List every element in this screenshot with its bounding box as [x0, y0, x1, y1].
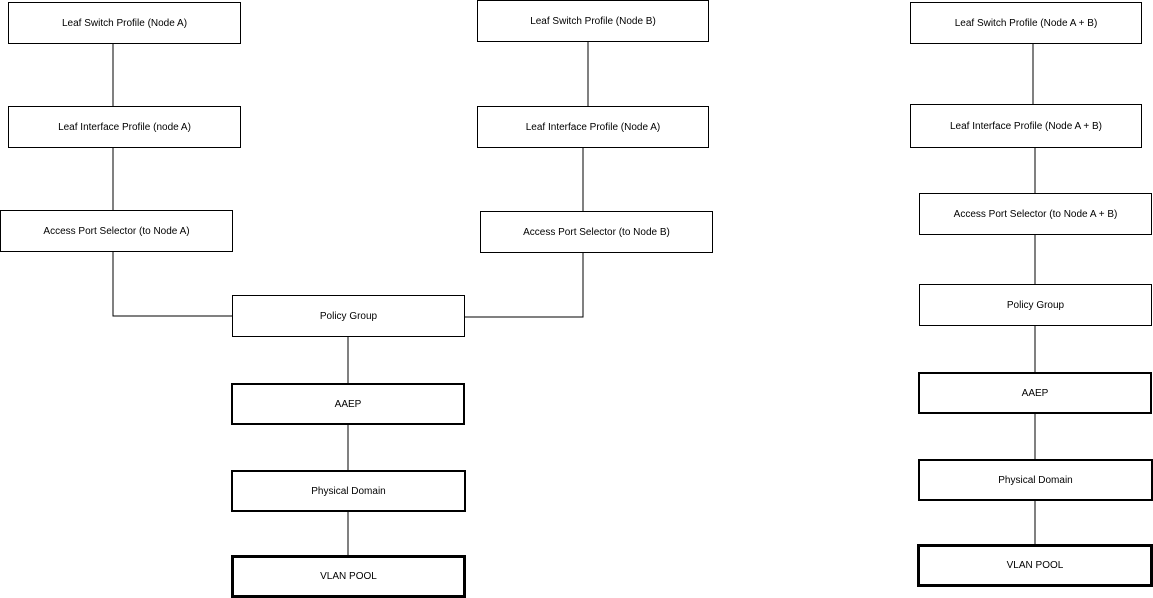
right-aaep: AAEP — [918, 372, 1152, 414]
access-port-selector-node-a-b: Access Port Selector (to Node A + B) — [919, 193, 1152, 235]
vlan-pool: VLAN POOL — [231, 555, 466, 598]
right-policy-group: Policy Group — [919, 284, 1152, 326]
connector-selector-b-policy-group — [465, 253, 584, 318]
right-vlan-pool: VLAN POOL — [917, 544, 1153, 587]
access-port-selector-node-b: Access Port Selector (to Node B) — [480, 211, 713, 253]
leaf-interface-profile-node-a: Leaf Interface Profile (node A) — [8, 106, 241, 148]
leaf-interface-profile-node-b: Leaf Interface Profile (Node A) — [477, 106, 709, 148]
physical-domain: Physical Domain — [231, 470, 466, 512]
connector-selector-a-policy-group — [112, 252, 232, 317]
leaf-switch-profile-node-a-b: Leaf Switch Profile (Node A + B) — [910, 2, 1142, 44]
aaep: AAEP — [231, 383, 465, 425]
leaf-interface-profile-node-a-b: Leaf Interface Profile (Node A + B) — [910, 104, 1142, 148]
policy-group: Policy Group — [232, 295, 465, 337]
access-port-selector-node-a: Access Port Selector (to Node A) — [0, 210, 233, 252]
leaf-switch-profile-node-a: Leaf Switch Profile (Node A) — [8, 2, 241, 44]
right-physical-domain: Physical Domain — [918, 459, 1153, 501]
leaf-switch-profile-node-b: Leaf Switch Profile (Node B) — [477, 0, 709, 42]
